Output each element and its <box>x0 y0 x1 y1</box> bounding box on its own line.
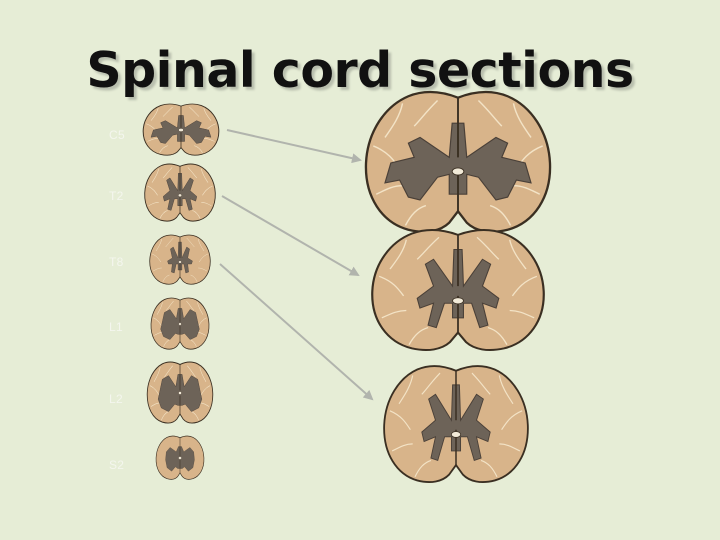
section-s2-small <box>155 435 205 480</box>
level-label-l2: L2 <box>109 392 123 406</box>
section-c5-small <box>142 103 220 156</box>
arrow-t8-to-lower <box>219 263 374 401</box>
section-l2-small <box>146 361 214 424</box>
level-label-c5: C5 <box>109 128 125 142</box>
arrow-t2-to-thoracic <box>221 195 360 277</box>
section-thoracic-large <box>371 228 545 352</box>
level-label-s2: S2 <box>109 458 125 472</box>
section-lower-large <box>383 365 529 484</box>
slide-title: Spinal cord sections <box>86 42 634 99</box>
level-label-l1: L1 <box>109 320 123 334</box>
level-label-t2: T2 <box>109 189 124 203</box>
section-l1-small <box>150 297 210 350</box>
level-label-t8: T8 <box>109 255 124 269</box>
section-t8-small <box>149 234 211 285</box>
section-t2-small <box>144 163 216 222</box>
arrow-c5-to-cervical <box>226 129 362 164</box>
section-cervical-large <box>364 90 552 233</box>
